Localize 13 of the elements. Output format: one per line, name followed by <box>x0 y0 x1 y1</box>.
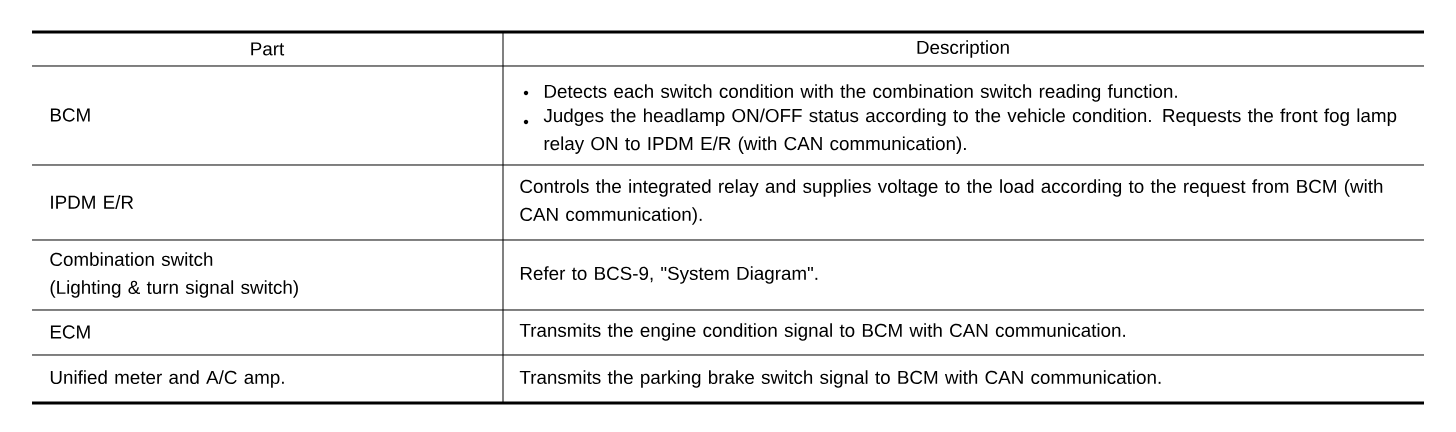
header-cell: Part <box>251 42 285 56</box>
table-cell: Detects each switch condition with the combination switch reading function. <box>544 84 1177 102</box>
header-cell: Description <box>917 40 1009 58</box>
table-cell: BCM <box>50 108 90 122</box>
table-cell: Controls the integrated relay and supplies voltage to the load according to the request from BCM (with CAN communication). <box>520 179 1383 225</box>
table-cell: Judges the headlamp ON/OFF status according to the vehicle condition. Requests the front fog lamp relay ON to IPDM E/R (with CAN communication). <box>543 108 1397 154</box>
table-cell: Combination switch (Lighting & turn signal switch) <box>50 252 298 298</box>
table-cell: Transmits the parking brake switch signal to BCM with CAN communication. <box>519 370 1161 388</box>
table-cell: IPDM E/R <box>51 195 134 209</box>
table-cell: Unified meter and A/C amp. <box>50 370 284 388</box>
table-cell: ECM <box>50 325 90 339</box>
table-cell: Refer to BCS-9, "System Diagram". <box>520 266 818 284</box>
table-cell: Transmits the engine condition signal to BCM with CAN communication. <box>519 323 1125 341</box>
